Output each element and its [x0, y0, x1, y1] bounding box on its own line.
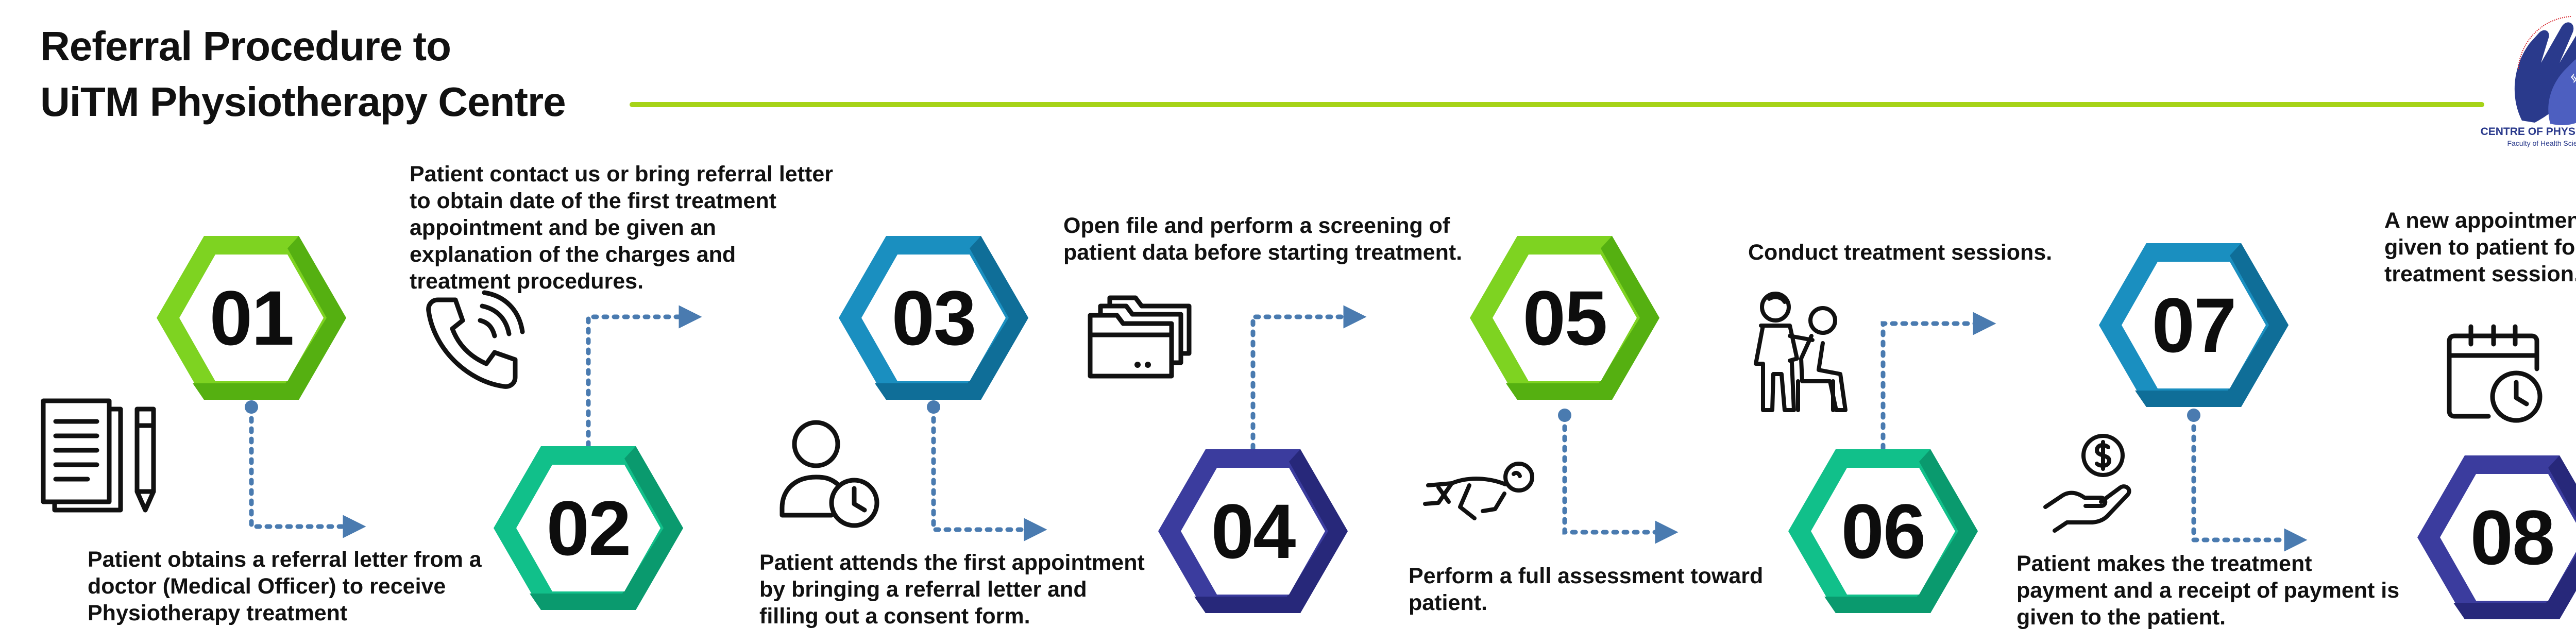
step-01-badge: 01: [157, 236, 346, 400]
phone-ringing-icon: [426, 290, 525, 389]
step-07-text: Patient makes the treatment payment and …: [2016, 551, 2400, 630]
calendar-clock-icon: [2447, 324, 2543, 423]
step-02-badge: 02: [494, 446, 683, 610]
title-line-1: Referral Procedure to: [40, 23, 451, 69]
step-05-text: Perform a full assessment toward patient…: [1409, 564, 1764, 615]
step-04-badge: 04: [1158, 449, 1348, 613]
user-clock-icon: [779, 420, 879, 528]
step-03-text: Patient attends the first appointment by…: [759, 550, 1145, 629]
step-07-badge: 07: [2099, 243, 2289, 407]
step-03-badge: 03: [839, 236, 1028, 400]
title-underline: [630, 102, 2484, 107]
step-08-text: A new appointment date will given to pat…: [2384, 208, 2576, 286]
therapist-patient-icon: [1754, 292, 1848, 412]
logo-name: CENTRE OF PHYSIOTHERAPY: [2480, 126, 2576, 138]
crawling-patient-icon: [1423, 462, 1534, 520]
step-06-text: Conduct treatment sessions.: [1748, 240, 2053, 265]
documents-pencil-icon: [41, 398, 156, 513]
step-06-badge: 06: [1788, 449, 1978, 613]
hand-coin-icon: [2043, 434, 2131, 533]
step-05-badge: 05: [1470, 236, 1659, 400]
folders-icon: [1088, 295, 1192, 379]
step-02-text: Patient contact us or bring referral let…: [410, 162, 833, 294]
step-01-text: Patient obtains a referral letter from a…: [88, 547, 482, 625]
svg-text:ᛃ: ᛃ: [2570, 70, 2576, 86]
hands-logo-icon: ᛃ: [2514, 16, 2576, 125]
step-08-badge: 08: [2417, 455, 2576, 619]
title-line-2: UiTM Physiotherapy Centre: [40, 79, 566, 125]
step-04-text: Open file and perform a screening of pat…: [1063, 213, 1463, 265]
logo-subtitle: Faculty of Health Sciences UiTM: [2507, 139, 2576, 147]
